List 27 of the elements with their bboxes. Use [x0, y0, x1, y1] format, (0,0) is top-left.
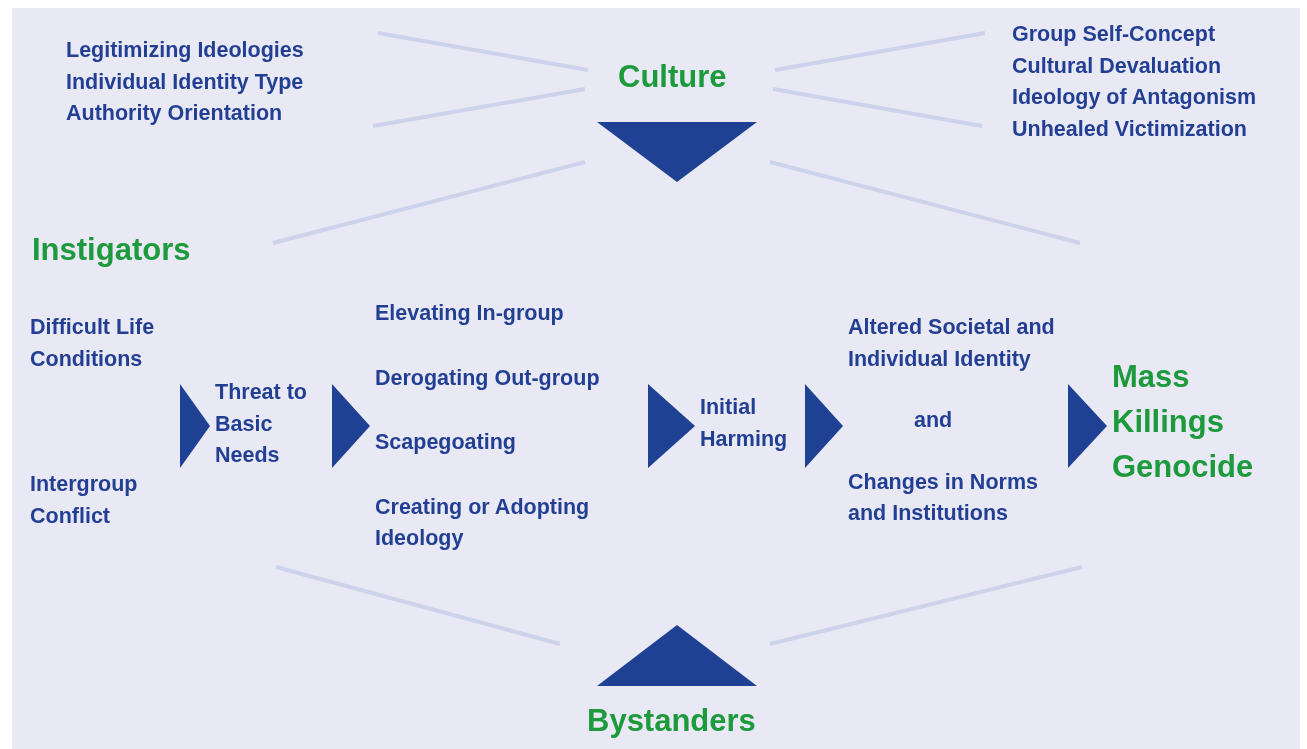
chevron-arrow: [805, 384, 843, 468]
chevron-arrow: [648, 384, 695, 468]
step-text: Difficult Life Conditions: [30, 314, 156, 373]
factor-label: Ideology of Antagonism: [1012, 84, 1257, 111]
factor-label: Individual Identity Type: [66, 68, 304, 96]
step-text: Creating or Adopting Ideology: [375, 493, 591, 552]
factor-label: Unhealed Victimization: [1012, 115, 1248, 143]
step-text: Derogating Out-group: [375, 364, 601, 392]
heading-text: Culture: [618, 58, 728, 96]
chevron-arrow: [180, 384, 210, 468]
step-text: Changes in Norms and Institutions: [848, 468, 1039, 527]
step-text: and: [914, 407, 954, 434]
heading-text: Bystanders: [587, 702, 757, 740]
chevron-arrow: [332, 384, 370, 468]
heading-text: Mass Killings Genocide: [1112, 358, 1255, 486]
step-text: Altered Societal and Individual Identity: [848, 314, 1056, 373]
factor-label: Authority Orientation: [66, 100, 284, 127]
step-text: Elevating In-group: [375, 300, 565, 327]
factor-label: Group Self-Concept: [1012, 21, 1217, 48]
step-text: Threat to Basic Needs: [215, 379, 308, 469]
chevron-arrow: [1068, 384, 1107, 468]
step-text: Initial Harming: [700, 394, 789, 453]
step-text: Scapegoating: [375, 429, 517, 456]
factor-label: Cultural Devaluation: [1012, 52, 1223, 80]
factor-label: Legitimizing Ideologies: [66, 37, 304, 64]
step-text: Intergroup Conflict: [30, 471, 139, 530]
heading-text: Instigators: [32, 231, 192, 269]
